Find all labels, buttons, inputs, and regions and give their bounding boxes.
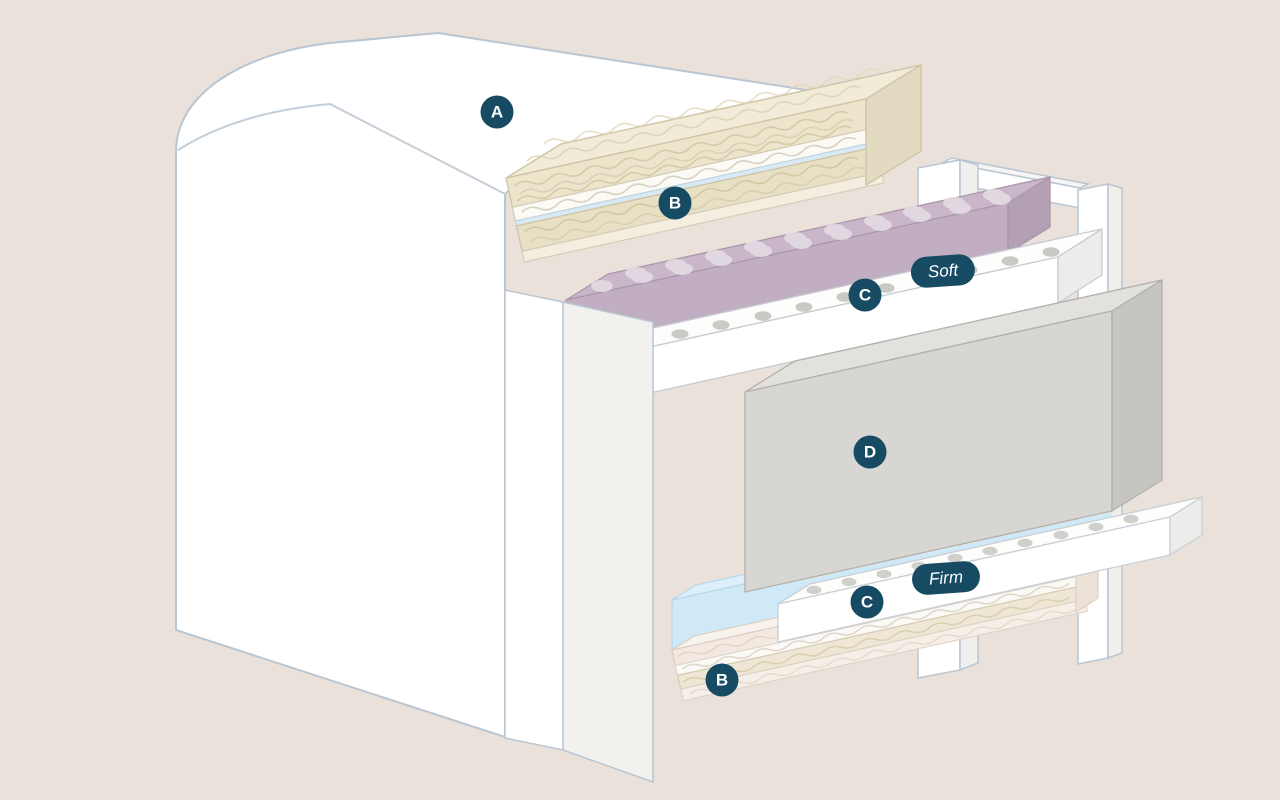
firm-perforated-end-face — [1169, 495, 1203, 557]
soft-perforated-end-face — [1057, 227, 1103, 305]
callout-b-comfort-top: B — [658, 186, 692, 220]
callout-d-core: D — [853, 435, 887, 469]
core-end-face — [1111, 278, 1163, 513]
cover-shell — [175, 31, 859, 739]
cover-crease — [177, 102, 506, 195]
callout-a-cover: A — [480, 95, 514, 129]
badge-soft: Soft — [909, 253, 977, 289]
badge-firm: Firm — [911, 560, 981, 596]
mattress-cover — [175, 31, 859, 739]
comfort-top-end-face — [865, 63, 922, 187]
soft-pad-dots — [591, 189, 1011, 292]
comfort-layers-top — [505, 63, 922, 263]
soft-pad-end-face — [1007, 175, 1051, 255]
callout-b-comfort-bottom: B — [705, 663, 739, 697]
soft-pad-layer — [565, 175, 1051, 351]
core-block — [744, 278, 1163, 593]
frame-left-post — [504, 289, 654, 784]
callout-c-firm: C — [850, 585, 884, 619]
callout-c-soft: C — [848, 278, 882, 312]
